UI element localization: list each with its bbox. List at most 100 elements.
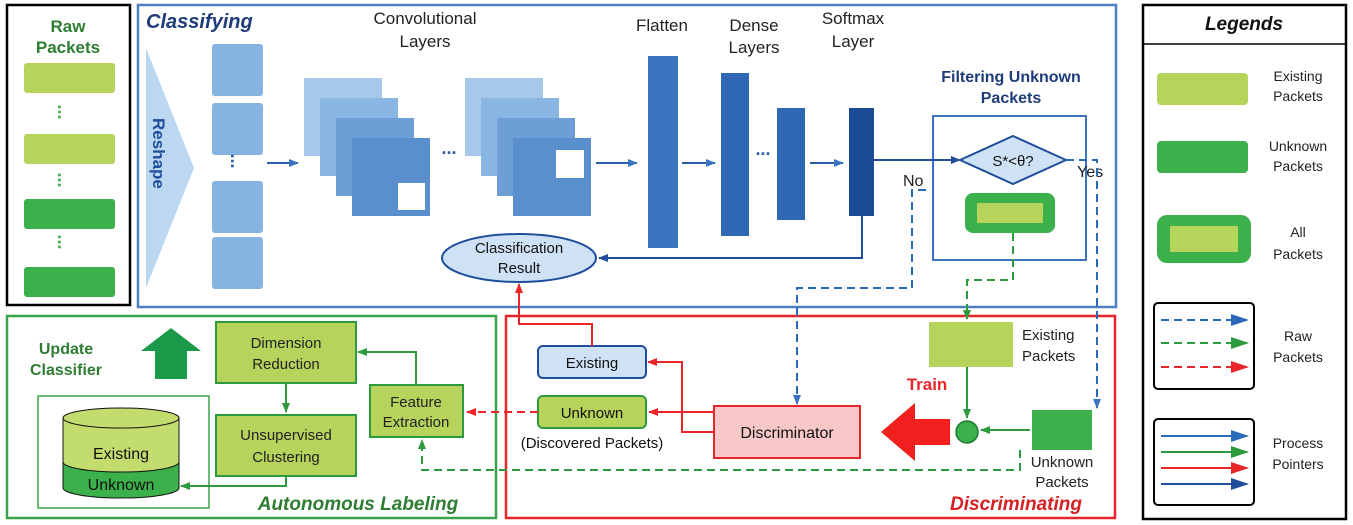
raw-dashed-no-to-discriminator: [793, 189, 926, 405]
unknown-packets-label-1: Unknown: [1031, 454, 1094, 471]
dense-label-1: Dense: [729, 16, 778, 35]
raw-packets-panel: Raw Packets ... ... ...: [5, 3, 132, 307]
filter-title-2: Packets: [981, 90, 1042, 107]
decision-label: S*<θ?: [992, 153, 1033, 170]
arrow-softmax-to-result: [598, 216, 863, 262]
feature-label-2: Extraction: [383, 414, 450, 431]
softmax-label-1: Softmax: [822, 9, 885, 28]
raw-ellipsis-1: ...: [54, 104, 74, 119]
legend-existing-label-1: Existing: [1273, 68, 1322, 84]
raw-ellipsis-2: ...: [54, 172, 74, 187]
legend-unknown-label-2: Packets: [1273, 158, 1323, 174]
legend-unknown-label-1: Unknown: [1269, 138, 1327, 154]
legend-all-label-2: Packets: [1273, 246, 1323, 262]
reshape-arrow: [146, 48, 194, 288]
raw-unknown-packet: [24, 267, 115, 297]
discriminator-box: [713, 405, 861, 459]
raw-existing-packet: [24, 134, 115, 164]
classifying-panel: Classifying Reshape ... Convolutional La…: [136, 3, 1118, 309]
dimred-label-2: Reduction: [252, 356, 320, 373]
existing-packets-icon: [929, 322, 1013, 367]
green-dashed-to-feature: [418, 439, 1021, 471]
discriminating-panel: Discriminating Existing Unknown (Discove…: [466, 283, 1117, 520]
clustering-box: [215, 414, 357, 477]
dense-ellipsis: ...: [755, 139, 770, 159]
filter-box: [932, 115, 1087, 261]
classification-result: [441, 233, 597, 283]
discovered-label: (Discovered Packets): [521, 435, 664, 452]
reshape-label: Reshape: [149, 118, 168, 189]
feature-label-1: Feature: [390, 394, 442, 411]
softmax-layer: [849, 108, 874, 216]
merge-node: [955, 420, 979, 444]
dimension-reduction-box: [215, 321, 357, 384]
labeling-title: Autonomous Labeling: [257, 494, 459, 515]
feature-extraction-box: [369, 384, 464, 438]
conv-label-2: Layers: [399, 32, 450, 51]
raw-ellipsis-3: ...: [54, 234, 74, 249]
legend-existing-label-2: Packets: [1273, 88, 1323, 104]
raw-packets-title-2: Packets: [36, 38, 100, 57]
labeling-panel: Autonomous Labeling Update Classifier Ex…: [5, 314, 498, 520]
legend-process-frame: [1153, 418, 1255, 506]
unknown-packets-label-2: Packets: [1035, 474, 1088, 491]
update-arrow: [141, 328, 201, 379]
input-ellipsis: ...: [227, 153, 247, 168]
arrow-cluster-to-db: [180, 476, 287, 490]
cluster-label-2: Clustering: [252, 449, 320, 466]
update-label-1: Update: [39, 341, 93, 358]
conv-label-1: Convolutional: [373, 9, 476, 28]
discriminator-label: Discriminator: [740, 425, 834, 442]
database-icon: [62, 407, 180, 499]
train-arrow: [881, 403, 950, 461]
arrow-disc-to-existing: [647, 358, 714, 433]
raw-packets-title-1: Raw: [51, 17, 87, 36]
filter-title-1: Filtering Unknown: [941, 69, 1081, 86]
legend-process-label-2: Pointers: [1272, 456, 1323, 472]
dense-layer-1: [721, 73, 749, 236]
decision-diamond: [957, 134, 1069, 186]
green-dashed-all-to-existing: [963, 233, 1014, 320]
existing-packets-label-2: Packets: [1022, 348, 1075, 365]
database-frame: [37, 395, 210, 509]
legend-unknown-swatch: [1157, 141, 1248, 173]
dense-label-2: Layers: [728, 38, 779, 57]
legend-raw-frame: [1153, 302, 1255, 390]
existing-result-label: Existing: [566, 355, 619, 372]
unknown-packets-icon: [1032, 410, 1092, 450]
arrow-existing-to-result: [515, 283, 593, 346]
legend-all-label-1: All: [1290, 224, 1306, 240]
update-label-2: Classifier: [30, 362, 102, 379]
dense-layer-2: [777, 108, 805, 220]
flatten-layer: [648, 56, 678, 248]
no-label: No: [903, 173, 924, 190]
legend-raw-label-2: Packets: [1273, 349, 1323, 365]
legend-all-inner: [1170, 226, 1238, 252]
softmax-label-2: Layer: [832, 32, 875, 51]
db-unknown-label: Unknown: [88, 477, 155, 494]
legends-title: Legends: [1205, 14, 1283, 35]
unknown-result-label: Unknown: [561, 405, 624, 422]
raw-existing-packet: [24, 63, 115, 93]
yes-label: Yes: [1077, 164, 1103, 181]
input-tensor-column: [212, 44, 263, 289]
discriminating-title: Discriminating: [950, 494, 1082, 515]
arrow-feature-to-dimred: [357, 348, 417, 385]
classifying-title: Classifying: [146, 11, 253, 33]
raw-dashed-yes-to-unknown: [1066, 159, 1101, 409]
result-label-1: Classification: [475, 240, 563, 257]
result-label-2: Result: [498, 260, 541, 277]
existing-packets-label-1: Existing: [1022, 327, 1075, 344]
train-label: Train: [907, 375, 948, 394]
legend-process-label-1: Process: [1273, 435, 1324, 451]
db-existing-label: Existing: [93, 446, 149, 463]
flatten-label: Flatten: [636, 16, 688, 35]
conv-feature-maps-2: [465, 78, 591, 216]
legend-existing-swatch: [1157, 73, 1248, 105]
raw-unknown-packet: [24, 199, 115, 229]
legends-panel: Legends Existing Packets Unknown Packets…: [1141, 3, 1348, 521]
legend-raw-label-1: Raw: [1284, 328, 1313, 344]
all-packets-inner: [977, 203, 1043, 223]
cluster-label-1: Unsupervised: [240, 427, 332, 444]
